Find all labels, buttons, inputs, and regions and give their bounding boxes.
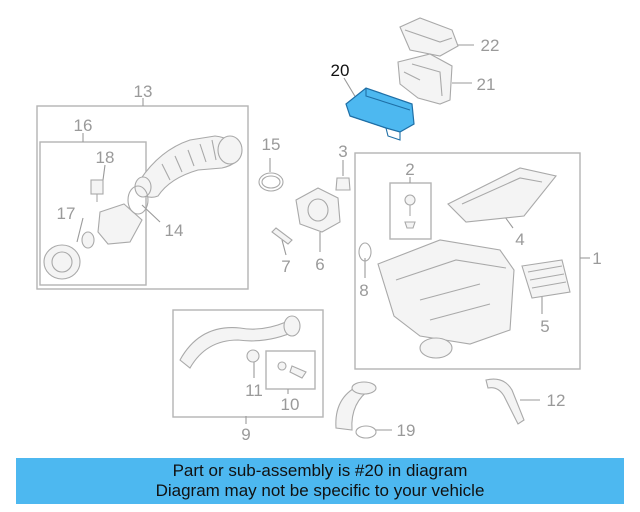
callout-12: 12: [547, 391, 566, 410]
callout-22: 22: [481, 36, 500, 55]
banner-line-1: Part or sub-assembly is #20 in diagram: [172, 461, 468, 480]
part-3-grommet: [335, 177, 351, 191]
callout-16: 16: [74, 116, 93, 135]
part-11-fitting: [246, 349, 260, 363]
part-9-tube: [179, 315, 301, 369]
part-4-cover: [447, 167, 557, 223]
group-10-frame: [265, 350, 316, 390]
part-15-clamp: [258, 172, 284, 192]
callout-21: 21: [477, 75, 496, 94]
part-7-bolt: [271, 227, 293, 245]
part-21-housing: [397, 53, 453, 105]
part-8-seal: [358, 242, 372, 262]
callout-13: 13: [134, 82, 153, 101]
callout-9: 9: [241, 425, 250, 444]
parts-diagram: 13 16 18 17 14 15 7 6 3 2 4 1 5 8 11 10 …: [36, 17, 602, 444]
callout-1: 1: [592, 249, 601, 268]
group-1-frame: [354, 152, 581, 370]
leader-lines: [76, 44, 590, 431]
part-5-air-filter: [521, 259, 571, 299]
callout-19: 19: [397, 421, 416, 440]
callout-14: 14: [165, 221, 184, 240]
part-17-maf-body: [43, 203, 143, 280]
callout-5: 5: [540, 317, 549, 336]
callout-4: 4: [515, 230, 524, 249]
part-12-hose: [485, 378, 525, 425]
callout-2: 2: [405, 160, 414, 179]
part-14-clamp: [127, 185, 149, 215]
callout-6: 6: [315, 255, 324, 274]
callout-10: 10: [281, 395, 300, 414]
banner-line-2: Diagram may not be specific to your vehi…: [155, 481, 485, 500]
callout-20: 20: [331, 61, 350, 80]
callout-8: 8: [359, 281, 368, 300]
part-18-sensor: [90, 179, 104, 202]
part-20-air-duct: [345, 87, 415, 141]
part-6-mass-airflow-sensor: [295, 187, 341, 233]
part-air-cleaner-box: [377, 239, 515, 359]
callout-3: 3: [338, 142, 347, 161]
callout-11: 11: [245, 381, 263, 400]
callout-15: 15: [262, 135, 281, 154]
part-10-clip: [277, 361, 307, 379]
part-22-cover: [399, 17, 459, 57]
callout-18: 18: [96, 148, 115, 167]
info-banner: Part or sub-assembly is #20 in diagram D…: [16, 458, 624, 504]
group-9-frame: [172, 309, 324, 418]
part-19-hose: [335, 381, 377, 439]
callout-7: 7: [281, 257, 290, 276]
part-2-bolt: [404, 194, 416, 229]
callout-17: 17: [57, 204, 76, 223]
part-intake-hose: [134, 135, 243, 198]
group-16-frame: [39, 141, 147, 286]
